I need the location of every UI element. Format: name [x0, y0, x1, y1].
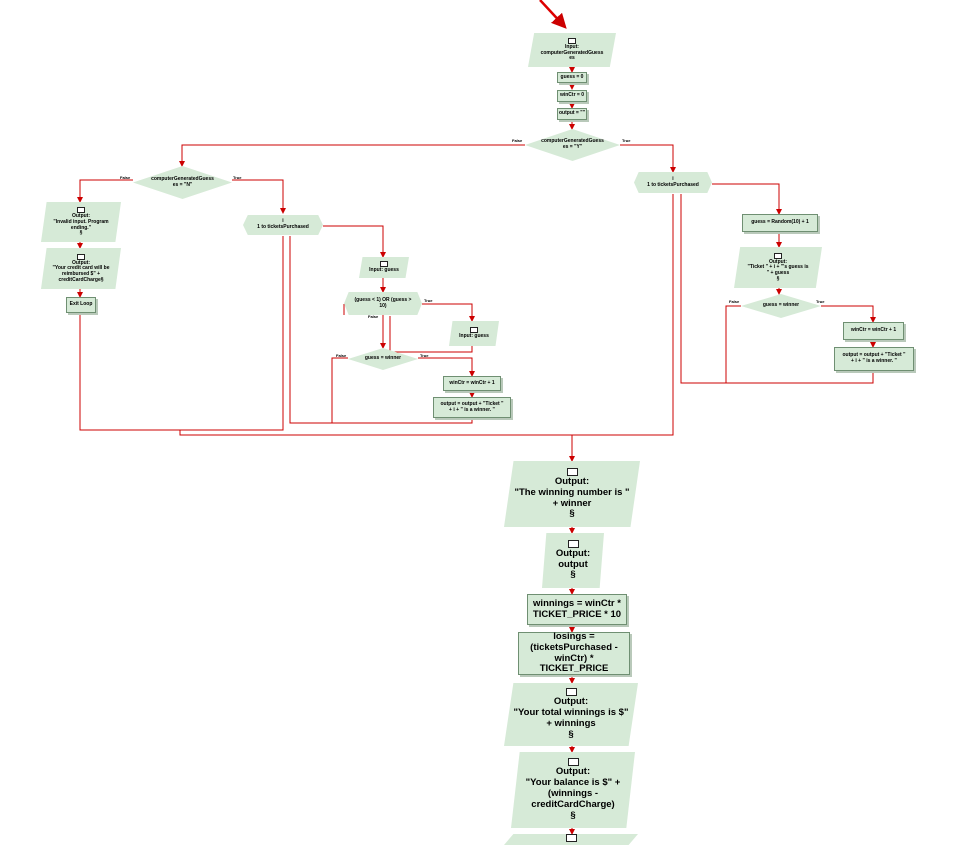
input-guess-1: Input: guess — [359, 257, 409, 278]
losings-calc-box: losings = (ticketsPurchased - winCtr) * … — [518, 631, 630, 675]
true-label: True — [622, 138, 631, 143]
loop-tickets-mid: i 1 to ticketsPurchased — [243, 215, 323, 235]
output-append-right: output = output + "Ticket " + i + " is a… — [834, 347, 914, 371]
output-output: Output: output § — [542, 533, 604, 588]
io-glyph-icon — [566, 467, 578, 476]
io-glyph-icon — [567, 539, 579, 548]
true-label: True — [816, 299, 825, 304]
output-init-box: output = "" — [557, 108, 587, 120]
output-balance: Output: "Your balance is $" + (winnings … — [511, 752, 635, 828]
winnings-calc-box: winnings = winCtr * TICKET_PRICE * 10 — [527, 594, 627, 625]
io-glyph-icon — [567, 758, 579, 767]
true-label: True — [233, 175, 242, 180]
winctr-init-box: winCtr = 0 — [557, 90, 587, 102]
input-guess-2: Input: guess — [449, 321, 499, 346]
input-computer-generated-guesses: Input: computerGeneratedGuess es — [528, 33, 616, 67]
false-label: False — [729, 299, 740, 304]
output-partial-bottom — [504, 834, 638, 845]
output-ticket-guess: Output: "Ticket " + i + "'s guess is " +… — [734, 247, 822, 288]
guess-init-box: guess = 0 — [557, 72, 587, 83]
winctr-increment-right: winCtr = winCtr + 1 — [843, 322, 904, 340]
io-glyph-icon — [565, 688, 577, 697]
decision-guess-winner-mid: guess = winner — [348, 348, 418, 370]
output-total-winnings: Output: "Your total winnings is $" + win… — [504, 683, 638, 746]
false-label: False — [336, 353, 347, 358]
loop-tickets-right: i 1 to ticketsPurchased — [634, 172, 712, 193]
output-append-mid: output = output + "Ticket " + i + " is a… — [433, 397, 511, 418]
io-glyph-icon — [565, 834, 577, 842]
false-label: False — [512, 138, 523, 143]
false-label: False — [368, 314, 379, 319]
output-invalid-input: Output: "Invalid input. Program ending."… — [41, 202, 121, 242]
guess-random-box: guess = Random(10) + 1 — [742, 214, 818, 232]
io-glyph-icon — [77, 253, 85, 260]
io-glyph-icon — [77, 207, 85, 213]
output-reimbursed: Output: "Your credit card will be reimbu… — [41, 248, 121, 289]
io-glyph-icon — [470, 327, 478, 334]
true-label: True — [420, 353, 429, 358]
false-label: False — [120, 175, 131, 180]
io-glyph-icon — [380, 261, 388, 268]
io-glyph-icon — [774, 252, 782, 259]
io-glyph-icon — [568, 37, 576, 44]
output-winning-number: Output: "The winning number is " + winne… — [504, 461, 640, 527]
exit-loop-box: Exit Loop — [66, 297, 96, 313]
true-label: True — [424, 298, 433, 303]
winctr-increment-mid: winCtr = winCtr + 1 — [443, 376, 501, 391]
decision-guess-range: (guess < 1) OR (guess > 10) — [344, 292, 422, 315]
